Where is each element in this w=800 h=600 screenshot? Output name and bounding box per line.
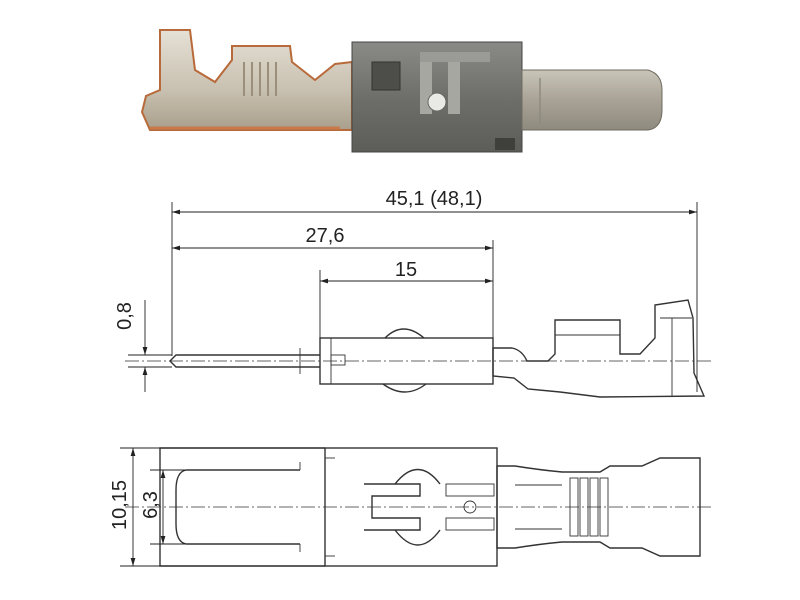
photo-tab: [521, 69, 663, 131]
top-view-spring-tongue: [364, 483, 421, 531]
side-view-hump-top: [384, 328, 425, 339]
photo-spring-right: [448, 62, 460, 114]
top-view: [125, 447, 712, 567]
dim-tab-width: 6,3: [140, 491, 162, 519]
dimension-labels: 45,1 (48,1) 27,6 15 0,8 10,15 6,3: [109, 188, 482, 530]
photo-latch: [495, 138, 515, 150]
top-view-spring-bottom: [394, 529, 441, 546]
side-view-crimp: [492, 299, 706, 398]
side-view-tab: [169, 354, 320, 368]
dim-overall-length: 45,1 (48,1): [386, 188, 483, 210]
top-view-latch-dot: [463, 500, 477, 514]
photo-spring-top: [420, 52, 490, 62]
dim-tab-thickness: 0,8: [114, 302, 136, 330]
side-view: [125, 299, 712, 398]
terminal-photo: [140, 29, 663, 153]
top-view-serrations: [569, 477, 609, 537]
photo-rivet: [427, 92, 447, 112]
photo-serrations: [243, 62, 277, 96]
top-view-tab-inner: [175, 469, 300, 545]
top-view-spring-top: [394, 468, 441, 485]
dim-overall-width: 10,15: [109, 480, 131, 530]
side-view-hump-bottom: [382, 383, 427, 393]
photo-crimp-section: [140, 29, 353, 131]
top-view-latch-lower: [445, 517, 495, 531]
top-view-crimp: [496, 457, 701, 557]
side-view-slot: [330, 354, 346, 366]
top-view-latch-upper: [445, 483, 495, 497]
dimension-lines: [120, 202, 698, 567]
photo-window: [371, 61, 401, 91]
dim-length-to-body: 27,6: [306, 225, 345, 247]
dim-body-length: 15: [395, 259, 417, 281]
